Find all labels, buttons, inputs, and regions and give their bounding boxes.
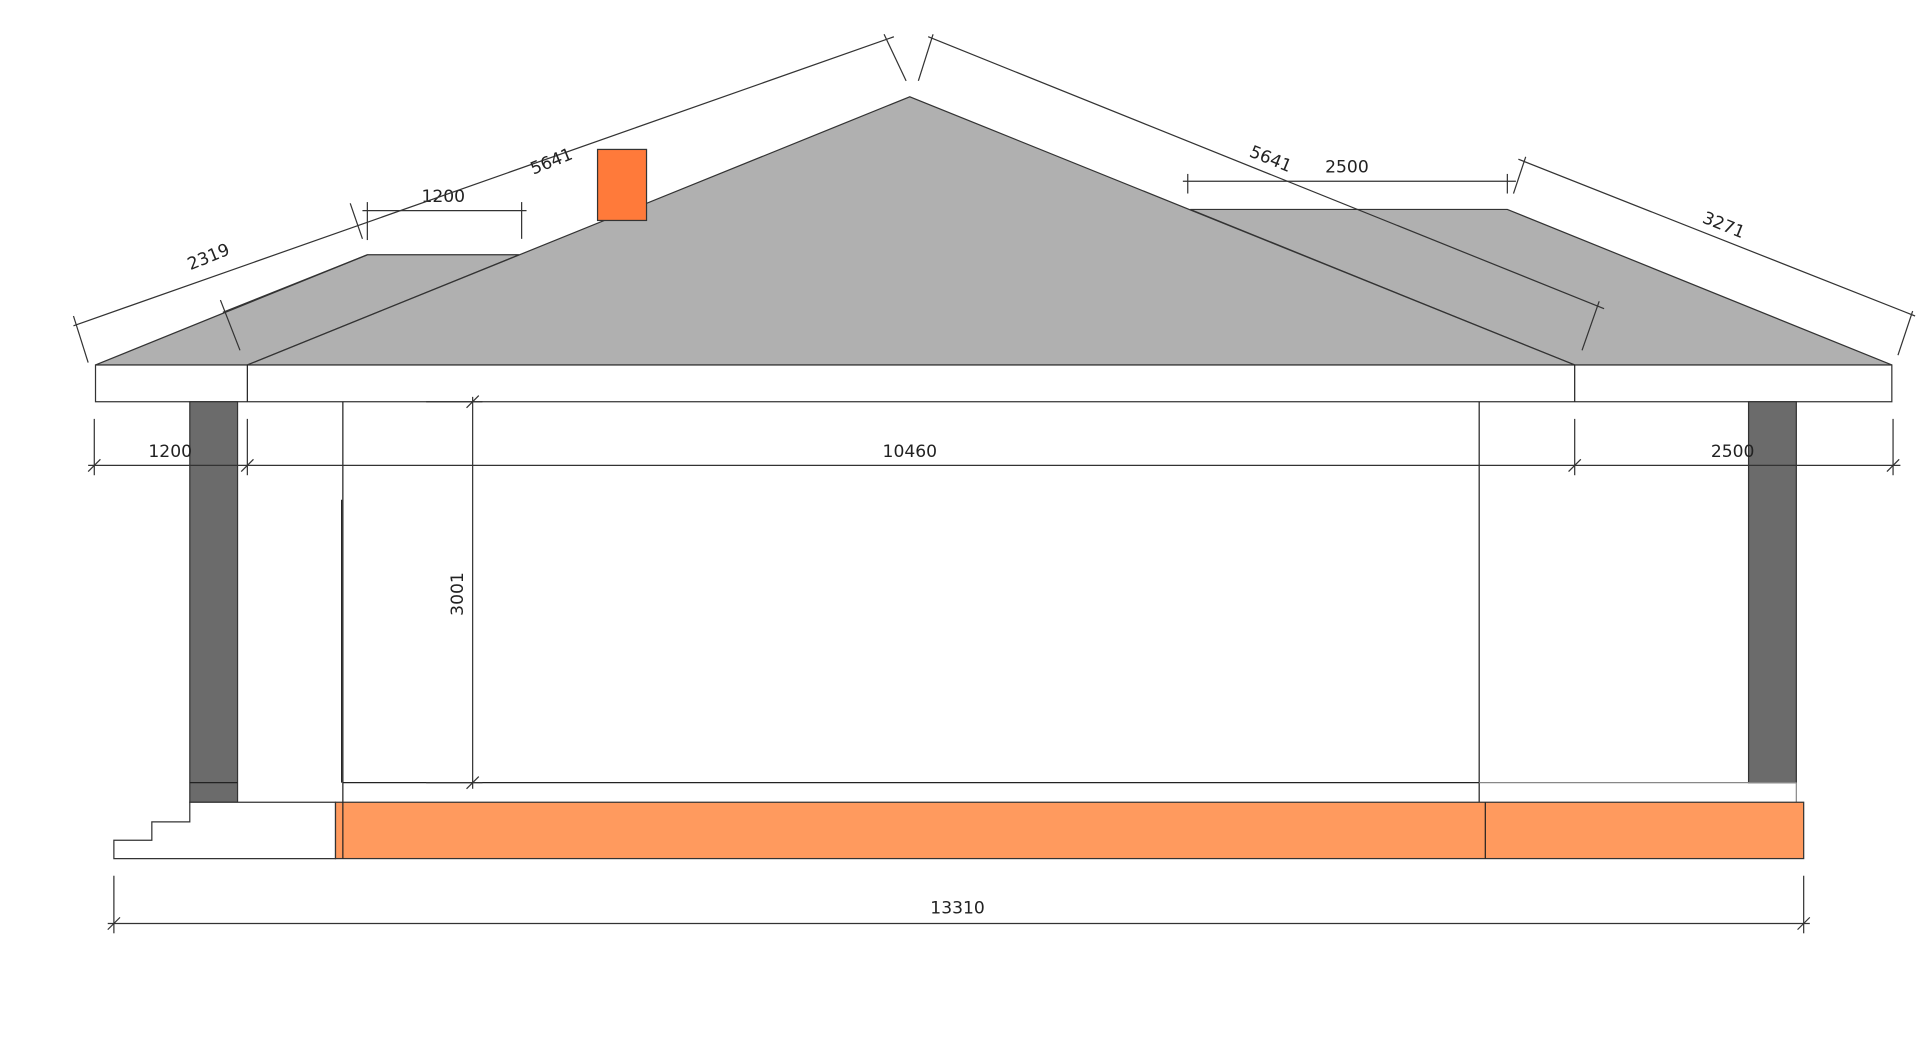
ridge-dimension-lines — [362, 173, 1516, 241]
total-width-dimension-line — [107, 875, 1811, 934]
wall-height-label: 3001 — [448, 572, 468, 616]
wall-height-dimension-line — [426, 395, 483, 790]
slope-dimension-lines — [72, 34, 1916, 363]
right-overhang-label: 2500 — [1711, 442, 1755, 462]
main-width-label: 10460 — [883, 442, 937, 462]
left-column — [189, 401, 239, 803]
entrance-steps — [113, 801, 337, 860]
total-width-label: 13310 — [930, 899, 984, 919]
overhang-dimension-line — [87, 418, 1901, 476]
right-wing-ridge-label: 2500 — [1325, 158, 1369, 178]
right-column — [1747, 401, 1797, 784]
roof-right-slope-label: 5641 — [1246, 142, 1294, 177]
left-overhang-label: 1200 — [148, 442, 192, 462]
roof-left-slope-label: 5641 — [528, 144, 576, 179]
right-wing-slope-label: 3271 — [1700, 208, 1748, 243]
chimney — [596, 148, 648, 222]
foundation — [334, 801, 1805, 860]
fascia — [94, 364, 1893, 403]
left-wing-slope-label: 2319 — [185, 240, 233, 275]
